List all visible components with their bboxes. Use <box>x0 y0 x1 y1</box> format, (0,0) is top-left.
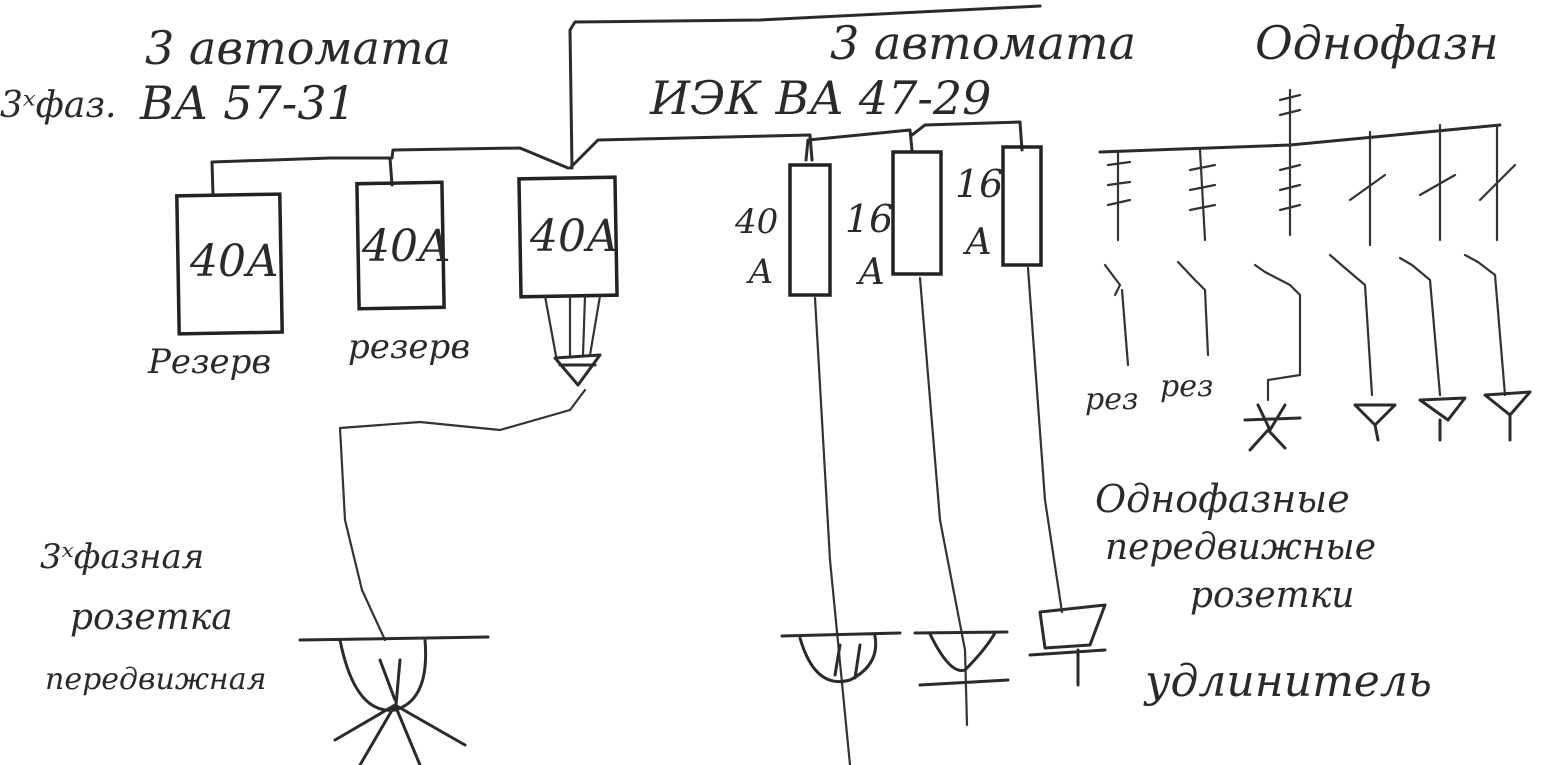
three-phase-socket-caption-3: передвижная <box>45 662 267 697</box>
left-group-title-model: ВА 57-31 <box>140 76 356 130</box>
right-group-title: Однофазн <box>1255 16 1499 70</box>
breaker-rating-2: 40А <box>362 221 452 272</box>
right-outlets <box>1243 390 1532 452</box>
three-phase-cable <box>338 388 587 642</box>
middle-group-title-line1: 3 автомата <box>830 16 1137 70</box>
middle-rating-2-bottom: А <box>858 252 886 293</box>
middle-rating-3-bottom: А <box>965 222 993 263</box>
three-phase-socket <box>298 635 490 765</box>
three-phase-socket-caption-2: розетка <box>70 597 233 638</box>
reserve-label-2: рез <box>1160 369 1214 404</box>
extension-cord-label: удлинитель <box>1145 656 1432 707</box>
main-feed-wire <box>568 4 1042 170</box>
left-group-title-line1: 3 автомата <box>145 21 452 75</box>
breaker-rating-3: 40А <box>530 211 620 262</box>
single-phase-caption-3: розетки <box>1190 575 1355 616</box>
middle-bus-wire <box>804 120 1024 162</box>
three-phase-socket-caption-1: 3ˣфазная <box>40 537 205 577</box>
socket-plug-wires <box>543 294 602 358</box>
right-switches <box>1103 253 1507 402</box>
middle-rating-2-top: 16 <box>845 197 894 241</box>
single-phase-caption-1: Однофазные <box>1095 477 1350 521</box>
breaker-box-40a <box>788 163 832 297</box>
reserve-label-1: рез <box>1085 382 1139 417</box>
breaker-caption-1: Резерв <box>148 342 272 382</box>
breaker-box-16a-2 <box>1001 145 1043 267</box>
middle-socket-1 <box>780 631 902 684</box>
right-branches <box>1106 88 1517 247</box>
middle-outlet-wire-1 <box>813 296 852 765</box>
breaker-box-2 <box>355 180 446 311</box>
breaker-box-1 <box>175 192 284 336</box>
breaker-box-16a-1 <box>891 150 943 276</box>
middle-rating-1-top: 40 <box>735 202 779 242</box>
middle-socket-3 <box>1028 603 1107 687</box>
middle-socket-2 <box>913 630 1010 687</box>
left-group-title-prefix: 3ˣфаз. <box>0 85 117 126</box>
middle-outlet-wire-2 <box>918 276 969 727</box>
middle-group-title-model: ИЭК ВА 47-29 <box>650 71 992 125</box>
middle-outlet-wire-3 <box>1026 266 1064 614</box>
single-phase-caption-2: передвижные <box>1105 527 1377 568</box>
breaker-rating-1: 40А <box>190 236 280 287</box>
socket-plug-head <box>553 353 602 387</box>
middle-rating-1-bottom: А <box>748 252 774 292</box>
breaker-caption-2: резерв <box>348 327 471 367</box>
middle-rating-3-top: 16 <box>955 162 1004 206</box>
left-bus-wire <box>210 133 814 197</box>
